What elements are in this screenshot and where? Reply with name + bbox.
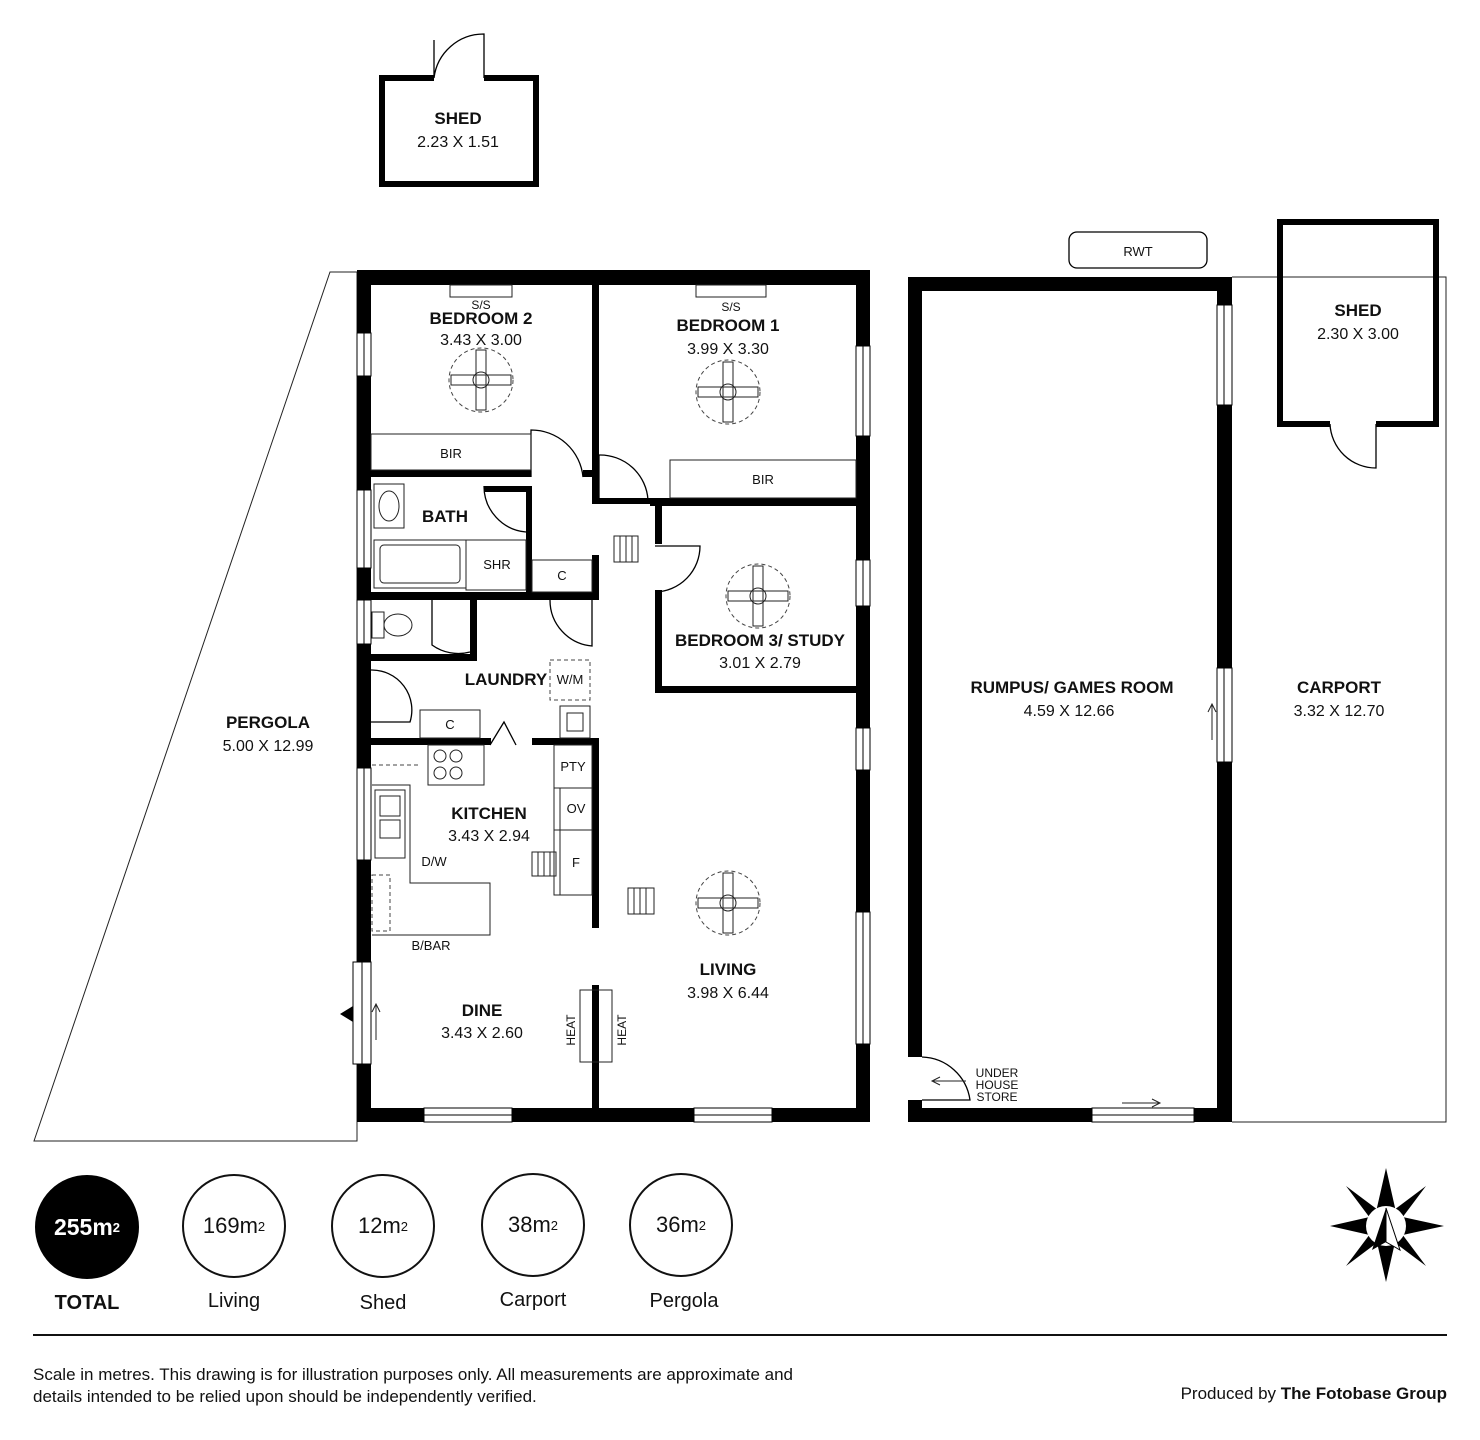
carport-outline [1232, 276, 1447, 1123]
cupboard-label: C [557, 568, 566, 583]
ceiling-fan-icon [695, 359, 761, 425]
heater-label: HEAT [564, 1014, 578, 1046]
dine-dims: 3.43 X 2.60 [441, 1025, 523, 1042]
total-area-label: TOTAL [54, 1292, 120, 1314]
bedroom2-name: BEDROOM 2 [430, 309, 533, 328]
windows [340, 332, 871, 1123]
kitchen-dims: 3.43 X 2.94 [448, 828, 530, 845]
safety-switch-label: S/S [721, 300, 740, 314]
shed-right-dims: 2.30 X 3.00 [1317, 326, 1399, 343]
bedroom2-dims: 3.43 X 3.00 [440, 332, 522, 349]
rwt-label: RWT [1123, 244, 1152, 259]
ceiling-fan-icon [725, 563, 791, 629]
fridge-label: F [572, 855, 580, 870]
living-area-unit: 2 [257, 1218, 266, 1234]
floor-plan: SHED 2.23 X 1.51 PERGOLA 5.00 X 12.99 [33, 33, 1447, 1282]
cupboard-label: C [445, 717, 454, 732]
carport-area-label: Carport [499, 1289, 567, 1311]
producer-credit: Produced by The Fotobase Group [1181, 1384, 1447, 1404]
total-area-value: 255m [53, 1213, 113, 1240]
north-compass-icon [1330, 1168, 1444, 1282]
under-house-store-label: STORE [976, 1090, 1017, 1104]
carport-area-value: 38m [507, 1212, 551, 1237]
carport-area-unit: 2 [550, 1217, 559, 1233]
breakfast-bar-label: B/BAR [411, 938, 450, 953]
bir-label: BIR [752, 472, 774, 487]
bedroom1-name: BEDROOM 1 [677, 316, 780, 335]
bedroom3-name: BEDROOM 3/ STUDY [675, 631, 846, 650]
laundry-name: LAUNDRY [465, 670, 548, 689]
bedroom1-dims: 3.99 X 3.30 [687, 341, 769, 358]
under-house-store-label: HOUSE [976, 1078, 1019, 1092]
shower-label: SHR [483, 557, 510, 572]
shed-top-structure [379, 33, 539, 187]
credit-prefix: Produced by [1180, 1384, 1281, 1403]
shed-area-unit: 2 [400, 1218, 409, 1234]
pergola-name: PERGOLA [226, 713, 310, 732]
pantry-label: PTY [560, 759, 586, 774]
dine-name: DINE [462, 1001, 503, 1020]
bath-name: BATH [422, 507, 468, 526]
pergola-outline [33, 271, 358, 1142]
pergola-area-label: Pergola [649, 1290, 719, 1312]
carport-name: CARPORT [1297, 678, 1382, 697]
rumpus-dims: 4.59 X 12.66 [1024, 703, 1115, 720]
kitchen-name: KITCHEN [451, 804, 527, 823]
shed-top-name: SHED [434, 109, 481, 128]
door-swings [370, 429, 701, 746]
oven-label: OV [567, 801, 586, 816]
footer-divider [33, 1334, 1447, 1336]
living-area-label: Living [207, 1290, 261, 1312]
disclaimer-text: Scale in metres. This drawing is for ill… [33, 1365, 794, 1406]
total-area-unit: 2 [112, 1219, 121, 1235]
shed-area-value: 12m [357, 1213, 401, 1238]
shed-right-name: SHED [1334, 301, 1381, 320]
rainwater-tank [1068, 231, 1208, 269]
house-walls [357, 270, 870, 1122]
ceiling-fan-icon [695, 870, 761, 936]
rumpus-name: RUMPUS/ GAMES ROOM [970, 678, 1173, 697]
living-name: LIVING [700, 960, 757, 979]
washing-machine-label: W/M [557, 672, 584, 687]
living-dims: 3.98 X 6.44 [687, 985, 769, 1002]
pergola-area-unit: 2 [698, 1217, 707, 1233]
rumpus-walls [908, 277, 1233, 1123]
shed-area-label: Shed [359, 1292, 407, 1314]
under-house-store-label: UNDER [976, 1066, 1019, 1080]
pergola-dims: 5.00 X 12.99 [223, 738, 314, 755]
dishwasher-label: D/W [421, 854, 447, 869]
shed-top-dims: 2.23 X 1.51 [417, 134, 499, 151]
ceiling-fan-icon [448, 347, 514, 413]
credit-brand: The Fotobase Group [1280, 1384, 1447, 1403]
bedroom3-dims: 3.01 X 2.79 [719, 655, 801, 672]
compass-north-label: N [1381, 1191, 1391, 1207]
pergola-area-value: 36m [655, 1212, 699, 1237]
heater-label: HEAT [615, 1014, 629, 1046]
shed-right-structure [1277, 219, 1439, 469]
bir-label: BIR [440, 446, 462, 461]
built-ins [370, 284, 857, 1063]
safety-switch-label: S/S [471, 298, 490, 312]
carport-dims: 3.32 X 12.70 [1294, 703, 1385, 720]
living-area-value: 169m [202, 1213, 258, 1238]
